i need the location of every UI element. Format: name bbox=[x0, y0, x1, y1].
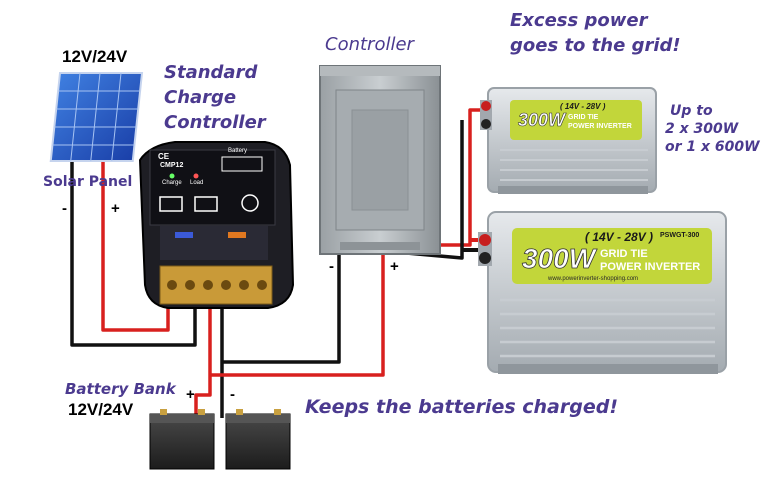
battery-bank-label: Battery Bank bbox=[65, 380, 176, 398]
inverter-capacity-line-2: 2 x 300W bbox=[665, 121, 739, 137]
panel-negative-wire bbox=[70, 162, 197, 347]
battery-voltage-label: 12V/24V bbox=[68, 400, 134, 419]
inverter-bottom-device bbox=[478, 211, 727, 374]
inv-bottom-type-2: POWER INVERTER bbox=[600, 261, 701, 273]
battery-left bbox=[149, 409, 215, 470]
inv-bottom-model: PSWGT-300 bbox=[660, 232, 700, 239]
inverter-capacity-line-1: Up to bbox=[670, 103, 713, 119]
controller-box-device bbox=[319, 65, 441, 255]
inv-top-power: 300W bbox=[518, 110, 566, 131]
inverter-top-device bbox=[480, 87, 657, 194]
controller-positive-wire bbox=[210, 250, 385, 377]
battery-negative-sign: - bbox=[230, 386, 235, 403]
panel-positive-sign: + bbox=[111, 200, 120, 217]
battery-positive-wire bbox=[194, 305, 212, 418]
cc-ce-mark: CE bbox=[158, 152, 170, 161]
charge-controller-device bbox=[138, 141, 295, 309]
controller-negative-wire bbox=[222, 250, 341, 364]
excess-power-line-2: goes to the grid! bbox=[510, 35, 681, 56]
inv-top-voltage: ( 14V - 28V ) bbox=[560, 102, 606, 111]
charge-controller-title-2: Charge bbox=[164, 87, 237, 108]
solar-panel-label: Solar Panel bbox=[43, 174, 133, 190]
controller-label: Controller bbox=[325, 34, 414, 55]
controller-negative-sign: - bbox=[329, 258, 334, 275]
cc-model-label: CMP12 bbox=[160, 162, 184, 169]
controller-positive-sign: + bbox=[390, 258, 399, 275]
charge-controller-title-3: Controller bbox=[164, 112, 266, 133]
battery-right bbox=[225, 409, 291, 470]
battery-positive-sign: + bbox=[186, 386, 195, 403]
charge-controller-title-1: Standard bbox=[164, 62, 258, 83]
inv-bottom-type-1: GRID TIE bbox=[600, 248, 648, 260]
inv-bottom-power: 300W bbox=[522, 243, 596, 275]
inv-bottom-url: www.powerinverter-shopping.com bbox=[548, 276, 639, 282]
solar-voltage-label: 12V/24V bbox=[62, 47, 128, 66]
inv-top-type-2: POWER INVERTER bbox=[568, 123, 632, 130]
inverter-capacity-line-3: or 1 x 600W bbox=[665, 139, 760, 155]
panel-positive-wire bbox=[101, 162, 170, 332]
excess-power-line-1: Excess power bbox=[510, 10, 648, 31]
panel-negative-sign: - bbox=[62, 200, 67, 217]
cc-battery-label: Battery bbox=[228, 148, 248, 154]
keeps-charged-label: Keeps the batteries charged! bbox=[305, 396, 618, 418]
inv-bottom-voltage: ( 14V - 28V ) bbox=[585, 230, 654, 244]
solar-panel bbox=[49, 72, 144, 162]
cc-charge-label: Charge bbox=[162, 180, 182, 186]
cc-load-label: Load bbox=[190, 180, 204, 186]
inv-top-type-1: GRID TIE bbox=[568, 114, 599, 121]
